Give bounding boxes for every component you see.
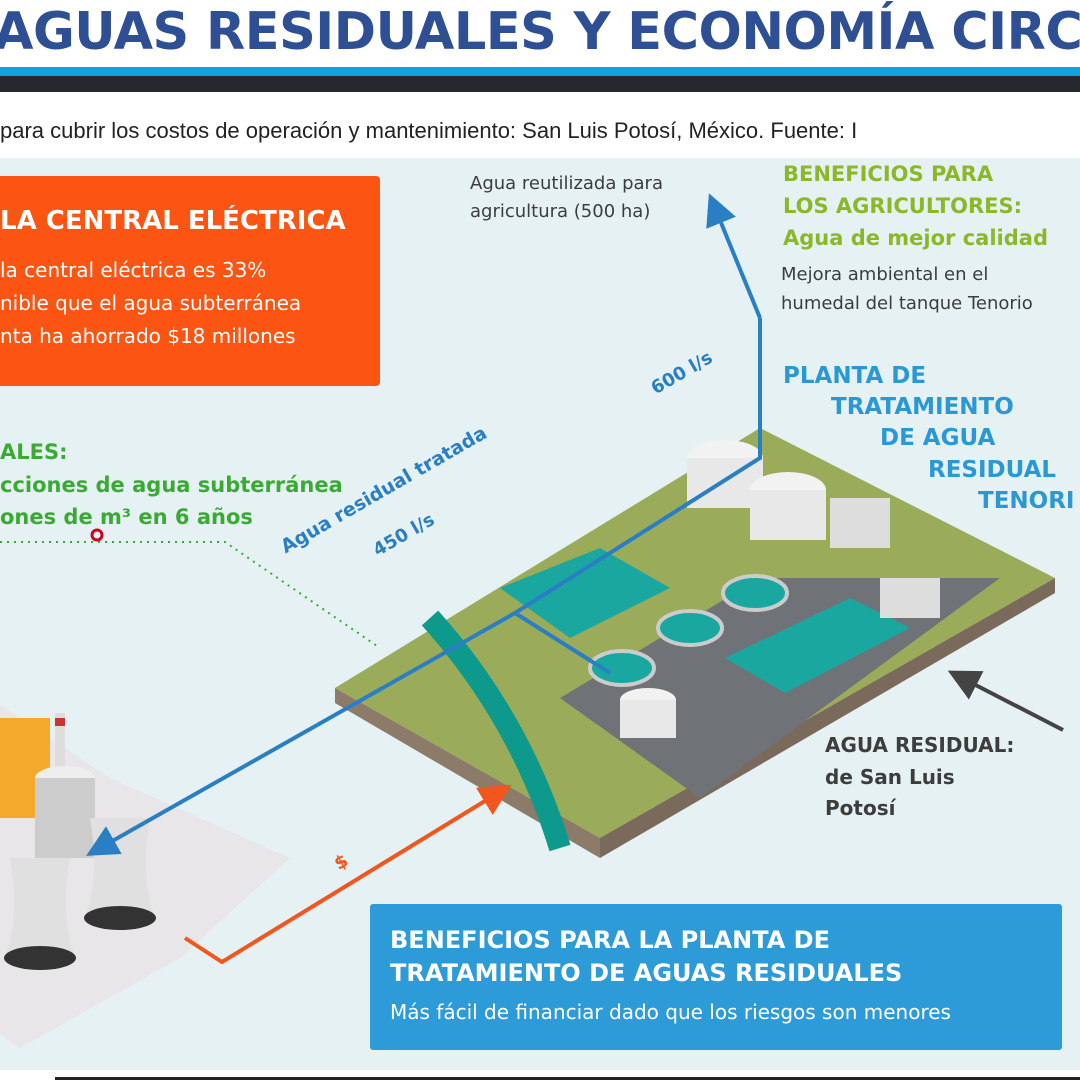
power-plant-illustration [0, 704, 290, 1048]
treatment-plant-illustration [335, 428, 1055, 858]
power-plant-text: nible que el agua subterránea [0, 291, 302, 315]
plant-label: TRATAMIENTO [831, 394, 1014, 420]
plant-benefits-box: BENEFICIOS PARA LA PLANTA DE TRATAMIENTO… [370, 904, 1062, 1050]
reuse-label: agricultura (500 ha) [470, 201, 651, 222]
plant-benefits-title: BENEFICIOS PARA LA PLANTA DE [390, 926, 830, 954]
treated-water-flow-arrow [86, 318, 762, 856]
dark-bar [0, 76, 1080, 92]
environment-text: ones de m³ en 6 años [0, 505, 253, 529]
slide-title: AGUAS RESIDUALES Y ECONOMÍA CIRCU [0, 2, 1080, 62]
farmers-text: humedal del tanque Tenorio [781, 293, 1033, 314]
cursor-marker [90, 528, 104, 542]
farmers-text: Mejora ambiental en el [781, 264, 989, 285]
environment-text: cciones de agua subterránea [0, 473, 343, 497]
power-plant-title: LA CENTRAL ELÉCTRICA [0, 206, 346, 236]
wastewater-text: de San Luis [825, 765, 955, 789]
farmers-subtitle: Agua de mejor calidad [783, 226, 1048, 250]
wastewater-text: Potosí [825, 796, 896, 820]
power-plant-text: la central eléctrica es 33% [0, 258, 267, 282]
plant-label: RESIDUAL [928, 457, 1057, 483]
environment-title: ALES: [0, 440, 68, 464]
wastewater-inflow-arrow [947, 670, 1064, 732]
plant-label: PLANTA DE [783, 363, 927, 389]
money-flow-arrow [183, 784, 512, 965]
plant-benefits-text: Más fácil de financiar dado que los ries… [390, 1000, 951, 1024]
wastewater-title: AGUA RESIDUAL: [825, 733, 1015, 757]
infographic: LA CENTRAL ELÉCTRICA la central eléctric… [0, 158, 1080, 1070]
reuse-label: Agua reutilizada para [470, 173, 663, 194]
power-plant-benefits-box: LA CENTRAL ELÉCTRICA la central eléctric… [0, 176, 380, 386]
bottom-divider [55, 1077, 1080, 1080]
farmers-title: LOS AGRICULTORES: [783, 194, 1022, 218]
farmers-title: BENEFICIOS PARA [783, 162, 994, 186]
plant-label: TENORI [978, 488, 1075, 514]
title-underline [0, 67, 1080, 76]
figure-caption: para cubrir los costos de operación y ma… [0, 118, 858, 143]
plant-benefits-title: TRATAMIENTO DE AGUAS RESIDUALES [390, 959, 903, 987]
power-plant-text: nta ha ahorrado $18 millones [0, 324, 296, 348]
plant-label: DE AGUA [880, 425, 996, 451]
infographic-illustration [0, 193, 1064, 1048]
